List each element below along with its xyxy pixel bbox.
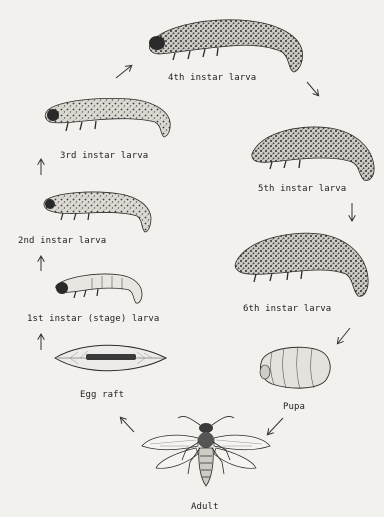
- label-egg-raft: Egg raft: [80, 390, 124, 400]
- larva-3rd-instar: [45, 98, 170, 137]
- larva-6th-instar: [235, 233, 368, 296]
- pupa: [260, 347, 330, 389]
- label-1st-instar: 1st instar (stage) larva: [27, 314, 159, 324]
- label-6th-instar: 6th instar larva: [243, 304, 331, 314]
- arrow-icon: [307, 82, 318, 95]
- larva-2nd-instar: [44, 192, 151, 232]
- adult-sawfly: [142, 416, 270, 486]
- label-adult: Adult: [191, 502, 219, 512]
- label-pupa: Pupa: [283, 402, 305, 412]
- larva-4th-instar: [149, 20, 303, 72]
- arrow-icon: [338, 328, 350, 343]
- arrow-icon: [121, 418, 134, 432]
- label-4th-instar: 4th instar larva: [168, 73, 256, 83]
- larva-5th-instar: [252, 127, 374, 180]
- label-2nd-instar: 2nd instar larva: [18, 236, 106, 246]
- label-3rd-instar: 3rd instar larva: [60, 151, 148, 161]
- larva-1st-instar: [56, 274, 142, 303]
- arrow-icon: [116, 66, 131, 78]
- arrow-icon: [268, 418, 283, 434]
- label-5th-instar: 5th instar larva: [258, 184, 346, 194]
- leaf-egg-raft: [55, 345, 166, 371]
